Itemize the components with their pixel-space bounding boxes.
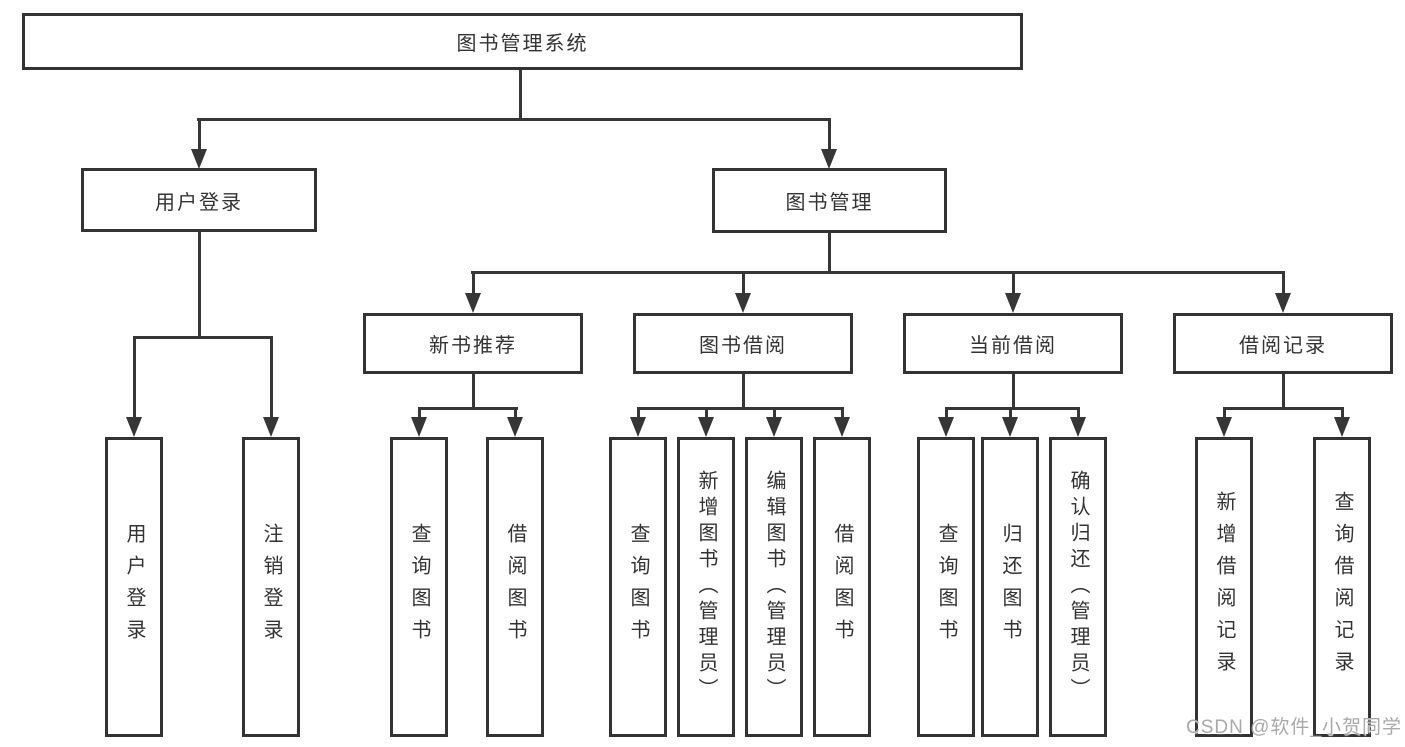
leaf-label: 查询借阅记录 bbox=[1331, 491, 1353, 683]
arrow-head-icon bbox=[698, 417, 714, 437]
connector-book-management-branch bbox=[471, 271, 1285, 274]
connector-book-borrow-stem bbox=[742, 374, 745, 409]
leaf-query-borrow-record: 查询借阅记录 bbox=[1313, 437, 1371, 737]
arrow-head-icon bbox=[263, 417, 279, 437]
leaf-add-books-admin: 新增图书（管理员） bbox=[677, 437, 735, 737]
arrow-head-icon bbox=[735, 293, 751, 313]
connector-root-branch bbox=[197, 118, 831, 121]
connector-user-login-stem bbox=[198, 232, 201, 338]
connector-current-borrow-branch bbox=[945, 407, 1080, 410]
connector-to-leaf bbox=[945, 410, 948, 418]
node-label: 图书借阅 bbox=[699, 335, 787, 357]
connector-to-new-book bbox=[472, 274, 475, 294]
leaf-label: 查询图书 bbox=[627, 523, 649, 651]
arrow-head-icon bbox=[411, 417, 427, 437]
leaf-label: 确认归还（管理员） bbox=[1067, 470, 1089, 704]
node-book-borrow: 图书借阅 bbox=[633, 313, 853, 374]
arrow-head-icon bbox=[191, 149, 207, 169]
arrow-head-icon bbox=[1334, 417, 1350, 437]
leaf-logout: 注销登录 bbox=[242, 437, 300, 737]
arrow-head-icon bbox=[938, 417, 954, 437]
arrow-head-icon bbox=[630, 417, 646, 437]
connector-book-borrow-branch bbox=[637, 407, 844, 410]
connector-to-leaf bbox=[1009, 410, 1012, 418]
node-label: 新书推荐 bbox=[429, 335, 517, 357]
arrow-head-icon bbox=[1275, 293, 1291, 313]
connector-current-borrow-stem bbox=[1012, 374, 1015, 409]
connector-to-user-login bbox=[198, 121, 201, 150]
csdn-watermark: CSDN @软件_小贺同学 bbox=[1186, 717, 1402, 738]
connector-root-stem bbox=[519, 70, 522, 119]
leaf-label: 查询图书 bbox=[935, 523, 957, 651]
connector-borrow-record-branch bbox=[1223, 407, 1344, 410]
arrow-head-icon bbox=[465, 293, 481, 313]
leaf-borrow-books: 借阅图书 bbox=[486, 437, 544, 737]
arrow-head-icon bbox=[821, 149, 837, 169]
leaf-borrow-books: 借阅图书 bbox=[813, 437, 871, 737]
node-borrow-record: 借阅记录 bbox=[1173, 313, 1393, 374]
node-label: 借阅记录 bbox=[1239, 335, 1327, 357]
node-new-book-recommend: 新书推荐 bbox=[363, 313, 583, 374]
connector-to-leaf bbox=[1223, 410, 1226, 418]
connector-to-leaf bbox=[133, 339, 136, 418]
leaf-label: 注销登录 bbox=[260, 523, 282, 651]
connector-to-leaf bbox=[705, 410, 708, 418]
connector-to-leaf bbox=[1341, 410, 1344, 418]
arrow-head-icon bbox=[766, 417, 782, 437]
arrow-head-icon bbox=[507, 417, 523, 437]
leaf-query-books: 查询图书 bbox=[917, 437, 975, 737]
connector-new-book-stem bbox=[472, 374, 475, 409]
connector-to-leaf bbox=[841, 410, 844, 418]
leaf-label: 查询图书 bbox=[408, 523, 430, 651]
node-user-login: 用户登录 bbox=[81, 168, 317, 232]
node-book-management: 图书管理 bbox=[712, 168, 947, 233]
arrow-head-icon bbox=[1216, 417, 1232, 437]
arrow-head-icon bbox=[1002, 417, 1018, 437]
node-label: 图书管理系统 bbox=[456, 33, 589, 55]
leaf-add-borrow-record: 新增借阅记录 bbox=[1195, 437, 1253, 737]
arrow-head-icon bbox=[834, 417, 850, 437]
leaf-label: 新增借阅记录 bbox=[1213, 491, 1235, 683]
connector-to-leaf bbox=[514, 410, 517, 418]
node-label: 图书管理 bbox=[785, 192, 874, 214]
leaf-label: 借阅图书 bbox=[831, 523, 853, 651]
leaf-edit-books-admin: 编辑图书（管理员） bbox=[745, 437, 803, 737]
connector-to-leaf bbox=[1077, 410, 1080, 418]
node-label: 当前借阅 bbox=[969, 335, 1057, 357]
leaf-confirm-return-admin: 确认归还（管理员） bbox=[1049, 437, 1107, 737]
leaf-label: 借阅图书 bbox=[504, 523, 526, 651]
connector-to-book-management bbox=[828, 121, 831, 150]
leaf-return-books: 归还图书 bbox=[981, 437, 1039, 737]
leaf-label: 用户登录 bbox=[123, 523, 145, 651]
leaf-query-books: 查询图书 bbox=[390, 437, 448, 737]
connector-book-management-stem bbox=[828, 232, 831, 273]
arrow-head-icon bbox=[1070, 417, 1086, 437]
leaf-label: 归还图书 bbox=[999, 523, 1021, 651]
leaf-user-login: 用户登录 bbox=[105, 437, 163, 737]
node-label: 用户登录 bbox=[155, 191, 243, 214]
node-current-borrow: 当前借阅 bbox=[903, 313, 1123, 374]
leaf-query-books: 查询图书 bbox=[609, 437, 667, 737]
connector-to-borrow-record bbox=[1282, 274, 1285, 294]
arrow-head-icon bbox=[126, 417, 142, 437]
connector-borrow-record-stem bbox=[1282, 374, 1285, 409]
connector-user-login-branch bbox=[133, 336, 273, 339]
connector-to-leaf bbox=[418, 410, 421, 418]
connector-to-leaf bbox=[270, 339, 273, 418]
connector-to-leaf bbox=[637, 410, 640, 418]
connector-to-leaf bbox=[773, 410, 776, 418]
connector-to-book-borrow bbox=[742, 274, 745, 294]
leaf-label: 新增图书（管理员） bbox=[695, 470, 717, 704]
arrow-head-icon bbox=[1005, 293, 1021, 313]
connector-new-book-branch bbox=[418, 407, 518, 410]
connector-to-current-borrow bbox=[1012, 274, 1015, 294]
node-library-management-system: 图书管理系统 bbox=[22, 13, 1023, 70]
leaf-label: 编辑图书（管理员） bbox=[763, 470, 785, 704]
